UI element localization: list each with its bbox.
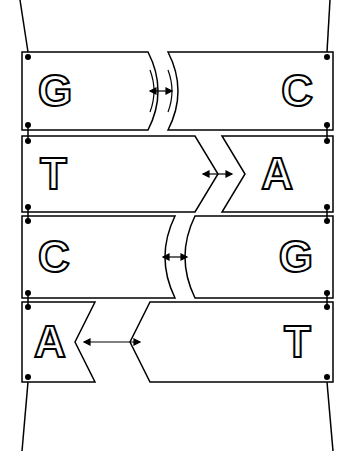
strand-end <box>20 0 28 52</box>
base-block: C <box>165 52 333 130</box>
base-letter: A <box>261 152 293 196</box>
base-letter: C <box>38 235 70 279</box>
hydrogen-bond <box>150 70 172 112</box>
base-block: C <box>22 216 177 298</box>
backbone-link <box>27 293 29 307</box>
base-letter: G <box>279 235 313 279</box>
base-block: G <box>175 216 333 298</box>
base-letter: A <box>34 320 66 364</box>
base-block: A <box>22 302 97 382</box>
backbone-link <box>326 293 328 307</box>
base-letter: T <box>284 320 311 364</box>
base-block: T <box>128 302 333 382</box>
base-letter: C <box>281 69 313 113</box>
base-block: A <box>220 136 333 212</box>
strand-end <box>22 382 28 451</box>
base-letter: G <box>38 69 72 113</box>
strand-end <box>327 382 333 451</box>
base-letter: T <box>40 152 67 196</box>
base-block: G <box>22 52 172 130</box>
backbone-link <box>326 207 328 221</box>
strand-end <box>327 0 330 52</box>
backbone-link <box>27 207 29 221</box>
backbone-link <box>326 125 328 141</box>
base-block: T <box>22 136 222 212</box>
backbone-link <box>27 125 29 141</box>
